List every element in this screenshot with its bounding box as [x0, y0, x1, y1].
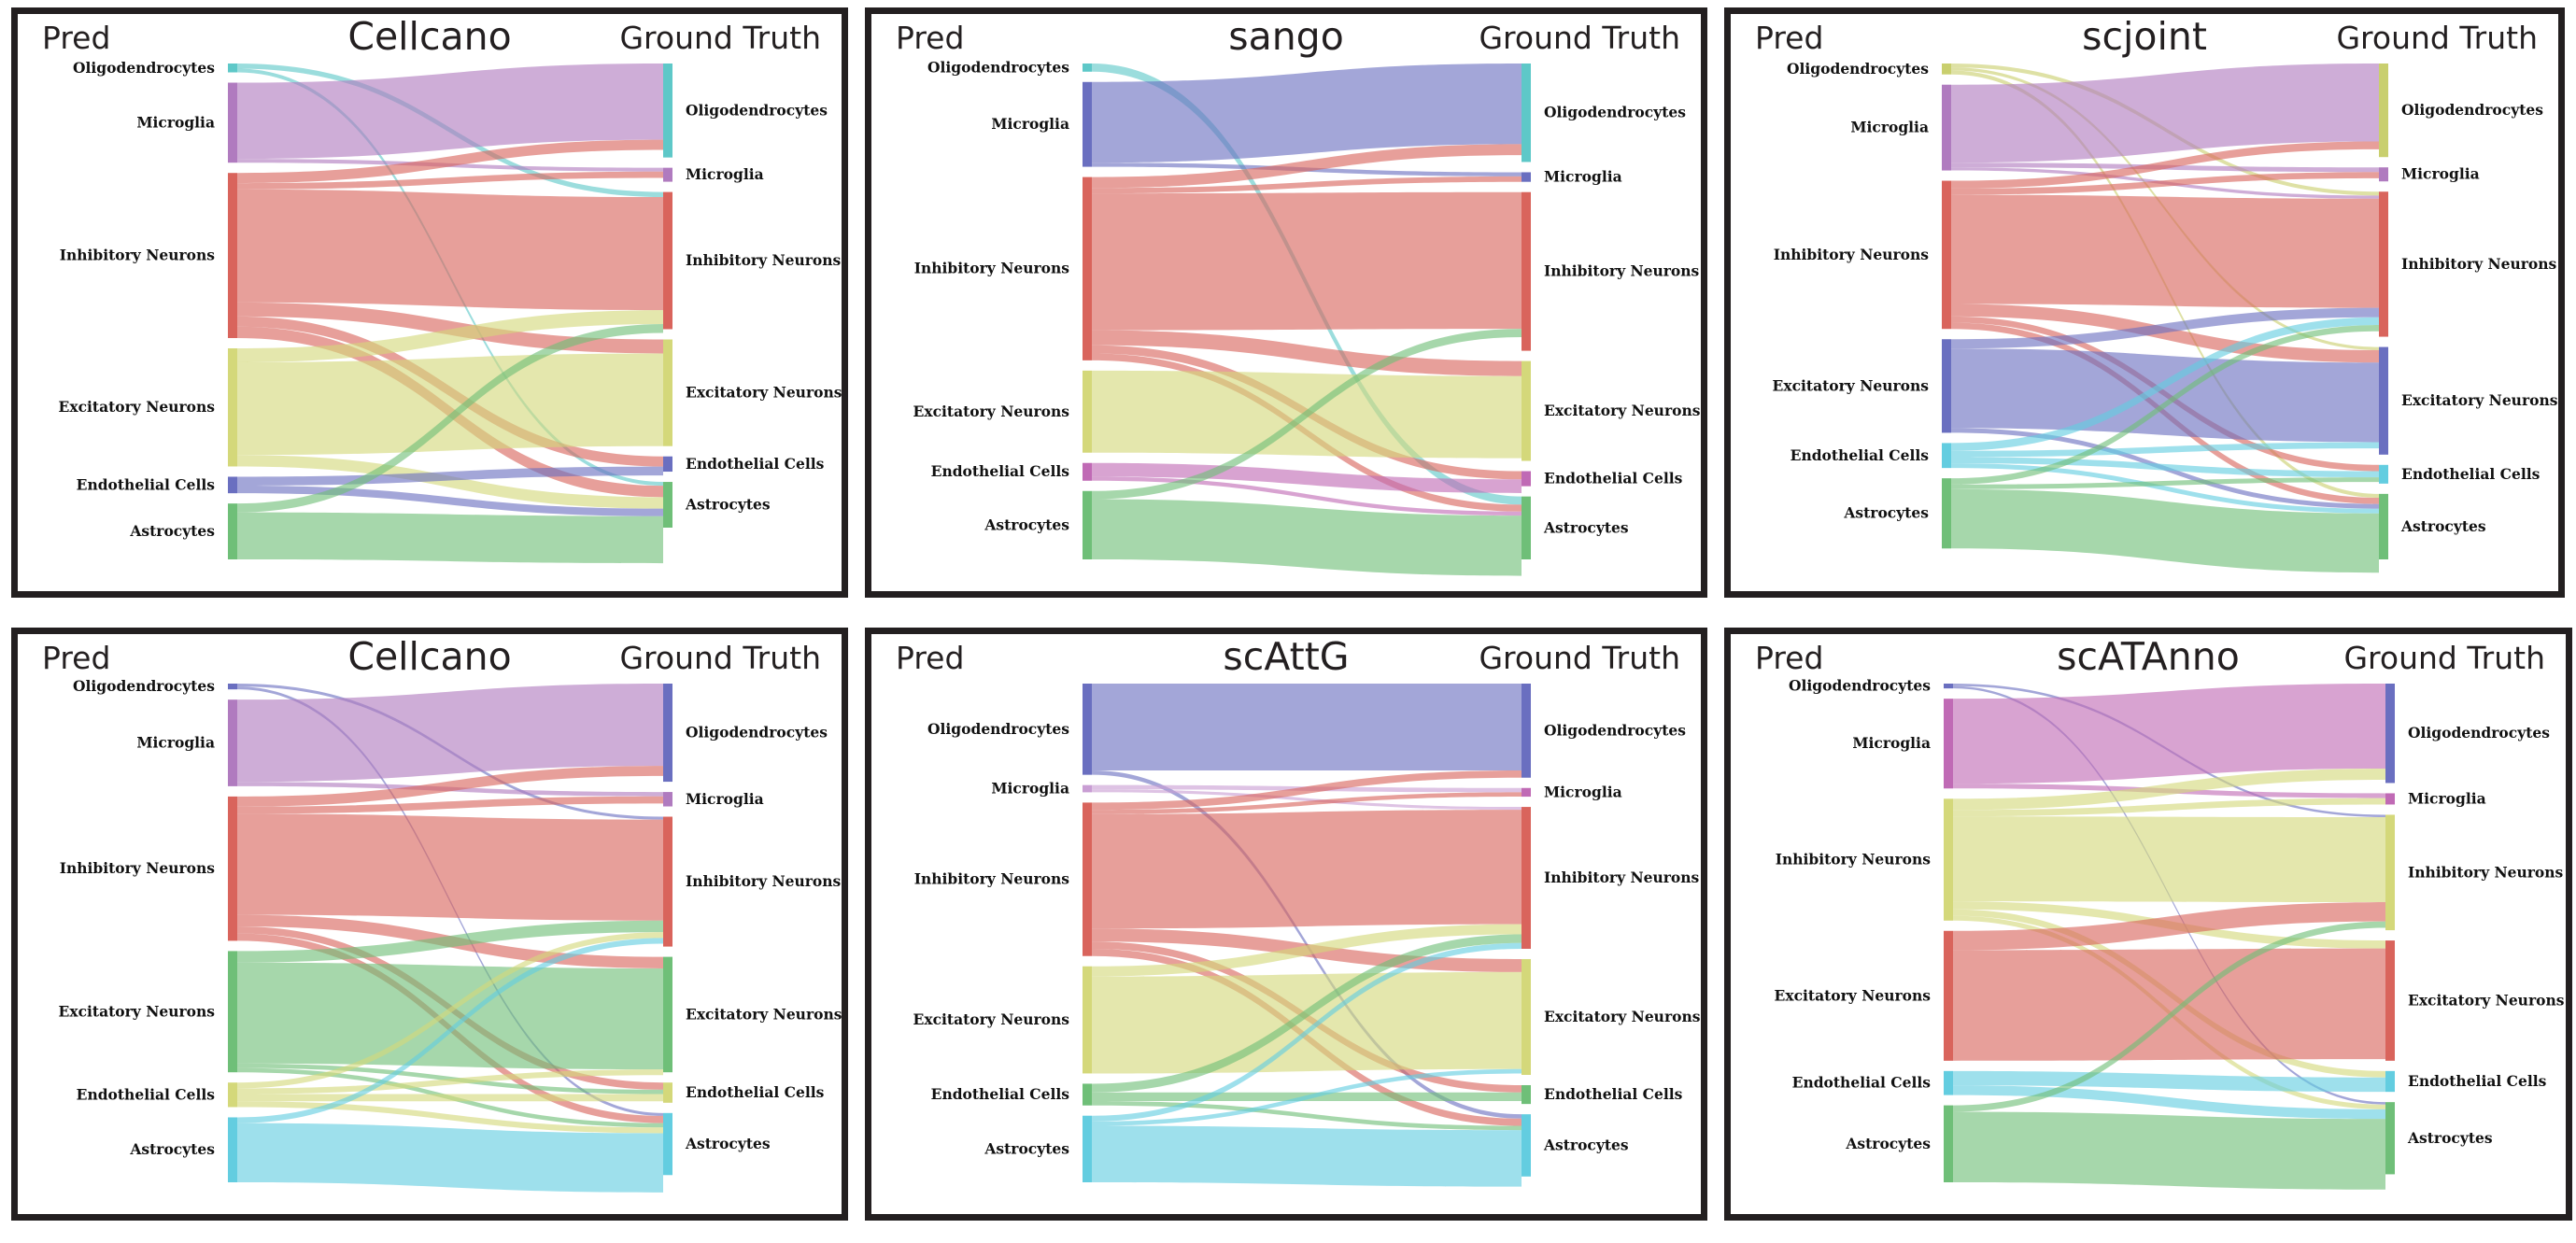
node-label: Oligodendrocytes	[1789, 677, 1931, 695]
node-label: Microglia	[2401, 165, 2480, 183]
panel-scatanno: Pred scATAnno Ground Truth Oligodendrocy…	[1717, 607, 2576, 1234]
node-label: Astrocytes	[2407, 1129, 2493, 1147]
panel-frame: Pred scAttG Ground Truth Oligodendrocyte…	[865, 628, 1707, 1221]
node-label: Microglia	[991, 780, 1069, 798]
node-label: Inhibitory Neurons	[60, 859, 216, 877]
node-label: Excitatory Neurons	[59, 398, 216, 416]
panel-cellcano-bottom: Pred Cellcano Ground Truth Oligodendrocy…	[0, 607, 857, 1234]
panel-scattg: Pred scAttG Ground Truth Oligodendrocyte…	[857, 607, 1717, 1234]
node-label: Oligodendrocytes	[73, 677, 215, 695]
node-label: Excitatory Neurons	[1544, 402, 1701, 419]
node-label: Astrocytes	[1543, 518, 1629, 536]
node-label: Endothelial Cells	[686, 1083, 825, 1101]
node-label: Astrocytes	[984, 1139, 1069, 1157]
node-label: Endothelial Cells	[77, 1085, 216, 1103]
node-label: Endothelial Cells	[1792, 1074, 1932, 1092]
node-label: Inhibitory Neurons	[686, 872, 842, 890]
node-label: Microglia	[991, 115, 1069, 133]
node-label: Microglia	[136, 734, 215, 752]
panel-frame: Pred sango Ground Truth Oligodendrocytes…	[865, 7, 1707, 598]
node-label: Astrocytes	[685, 496, 771, 514]
node-label: Oligodendrocytes	[686, 101, 828, 119]
node-label: Endothelial Cells	[2408, 1072, 2547, 1090]
node-label: Microglia	[2408, 789, 2486, 807]
node-label: Inhibitory Neurons	[1544, 262, 1700, 280]
node-label: Inhibitory Neurons	[2408, 863, 2564, 881]
node-label: Microglia	[1544, 783, 1622, 800]
node-label: Astrocytes	[1843, 504, 1929, 522]
node-label: Astrocytes	[129, 522, 215, 540]
node-label: Microglia	[686, 165, 764, 183]
node-label: Astrocytes	[1543, 1136, 1629, 1153]
node-label: Endothelial Cells	[686, 455, 825, 473]
node-label: Oligodendrocytes	[1544, 721, 1686, 739]
node-label: Endothelial Cells	[931, 462, 1070, 480]
node-label: Inhibitory Neurons	[686, 251, 842, 269]
node-label: Oligodendrocytes	[1544, 104, 1686, 121]
node-label: Excitatory Neurons	[913, 1010, 1070, 1028]
node-label: Astrocytes	[2400, 517, 2486, 535]
panel-cellcano-top: Pred Cellcano Ground Truth Oligodendrocy…	[0, 0, 857, 607]
node-label: Astrocytes	[129, 1140, 215, 1158]
panel-scjoint: Pred scjoint Ground Truth Oligodendrocyt…	[1717, 0, 2576, 607]
node-label: Oligodendrocytes	[1787, 60, 1929, 78]
node-label: Excitatory Neurons	[686, 384, 842, 402]
node-label: Astrocytes	[685, 1135, 771, 1152]
panel-frame: Pred Cellcano Ground Truth Oligodendrocy…	[11, 628, 848, 1221]
node-label: Excitatory Neurons	[59, 1002, 216, 1020]
node-label: Microglia	[686, 790, 764, 808]
node-label: Microglia	[1544, 168, 1622, 186]
node-label: Oligodendrocytes	[73, 59, 215, 77]
node-label: Astrocytes	[1845, 1135, 1931, 1152]
node-label: Oligodendrocytes	[2401, 101, 2543, 119]
node-label: Excitatory Neurons	[686, 1005, 842, 1023]
node-label: Microglia	[1852, 734, 1931, 752]
node-label: Oligodendrocytes	[927, 720, 1069, 738]
node-label: Inhibitory Neurons	[1776, 851, 1932, 869]
node-label: Inhibitory Neurons	[60, 247, 216, 264]
node-label: Excitatory Neurons	[2401, 391, 2558, 409]
node-label: Excitatory Neurons	[1544, 1008, 1701, 1025]
panel-frame: Pred scjoint Ground Truth Oligodendrocyt…	[1724, 7, 2565, 598]
node-label: Inhibitory Neurons	[1544, 869, 1700, 886]
node-label: Endothelial Cells	[1790, 446, 1930, 464]
panel-frame: Pred Cellcano Ground Truth Oligodendrocy…	[11, 7, 848, 598]
node-label: Excitatory Neurons	[1773, 376, 1930, 394]
panel-sango: Pred sango Ground Truth Oligodendrocytes…	[857, 0, 1717, 607]
node-label: Excitatory Neurons	[913, 403, 1070, 420]
node-label: Endothelial Cells	[1544, 1085, 1683, 1103]
node-label: Endothelial Cells	[931, 1085, 1070, 1103]
node-label: Inhibitory Neurons	[914, 870, 1070, 888]
node-label: Oligodendrocytes	[2408, 724, 2550, 742]
node-label: Microglia	[1850, 119, 1929, 136]
node-label: Inhibitory Neurons	[1774, 246, 1930, 263]
node-label: Excitatory Neurons	[1775, 986, 1932, 1004]
panel-frame: Pred scATAnno Ground Truth Oligodendrocy…	[1724, 628, 2572, 1221]
node-label: Endothelial Cells	[2401, 465, 2541, 483]
node-label: Excitatory Neurons	[2408, 991, 2565, 1009]
node-label: Microglia	[136, 113, 215, 131]
node-label: Endothelial Cells	[77, 475, 216, 493]
node-label: Inhibitory Neurons	[2401, 255, 2557, 273]
node-label: Oligodendrocytes	[686, 724, 828, 742]
node-label: Endothelial Cells	[1544, 470, 1683, 487]
node-label: Inhibitory Neurons	[914, 260, 1070, 277]
node-label: Oligodendrocytes	[927, 58, 1069, 76]
node-label: Astrocytes	[984, 516, 1069, 533]
